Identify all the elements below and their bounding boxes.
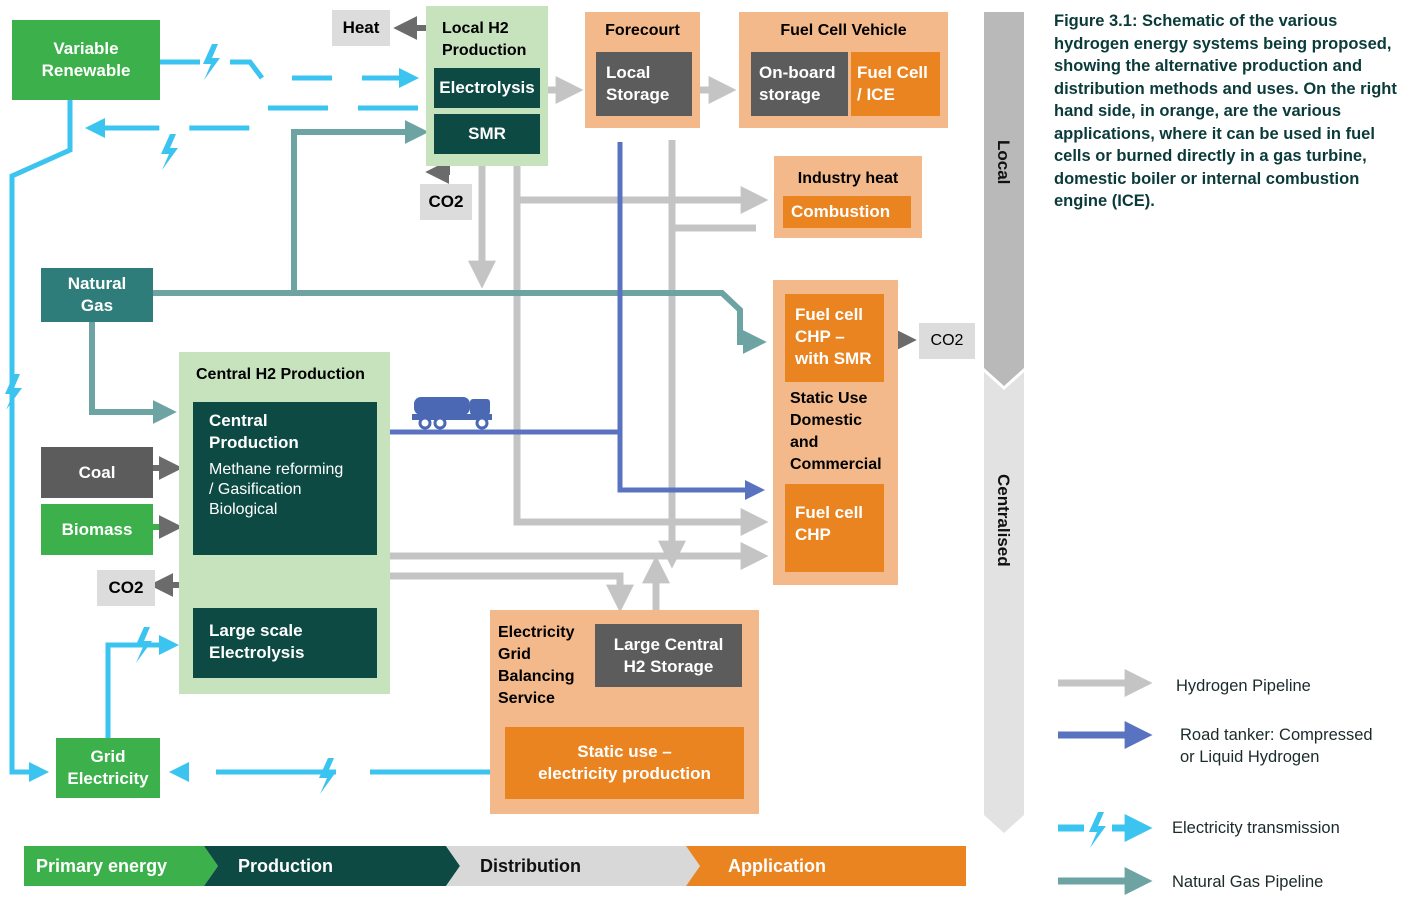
forecourt-title: Forecourt bbox=[605, 22, 680, 39]
combustion-box: Combustion bbox=[783, 196, 911, 228]
centralised-scale-bar bbox=[984, 372, 1024, 833]
natural-gas-box: Natural Gas bbox=[41, 268, 153, 322]
band-label-production: Production bbox=[238, 855, 333, 876]
natural-gas-pipelines bbox=[89, 120, 767, 424]
electrolysis-box: Electrolysis bbox=[434, 68, 540, 108]
central-production-box: Central Production Methane reforming / G… bbox=[193, 402, 377, 555]
smr-box: SMR bbox=[434, 114, 540, 154]
central-production-methods: Methane reforming / Gasification Biologi… bbox=[209, 461, 344, 518]
legend-lightning-icon bbox=[1089, 812, 1106, 848]
local-scale-bar bbox=[984, 12, 1024, 386]
legend-natural-gas: Natural Gas Pipeline bbox=[1172, 873, 1324, 891]
industry-heat-title: Industry heat bbox=[797, 170, 899, 187]
band-label-application: Application bbox=[728, 855, 826, 876]
grid-electricity-box: Grid Electricity bbox=[56, 738, 160, 798]
heat-output-label: Heat bbox=[332, 10, 390, 46]
co2-local-label: CO2 bbox=[420, 184, 472, 220]
static-use-label: Static Use Domestic and Commercial bbox=[790, 390, 882, 473]
local-h2-production-panel: Local H2 Production Electrolysis SMR bbox=[426, 6, 548, 166]
hydrogen-pipelines bbox=[390, 76, 769, 613]
local-scale-label: Local bbox=[994, 140, 1013, 185]
fuel-cell-vehicle-title: Fuel Cell Vehicle bbox=[780, 22, 907, 39]
static-use-panel: Fuel cell CHP – with SMR Static Use Dome… bbox=[773, 280, 898, 585]
band-application bbox=[686, 846, 966, 886]
road-tanker-routes bbox=[390, 142, 765, 500]
fuel-cell-ice-box: Fuel Cell / ICE bbox=[851, 52, 940, 116]
legend-electricity: Electricity transmission bbox=[1172, 819, 1340, 837]
local-storage-box: Local Storage bbox=[596, 52, 692, 116]
fuel-cell-vehicle-panel: Fuel Cell Vehicle On-board storage Fuel … bbox=[739, 12, 948, 128]
band-label-primary-energy: Primary energy bbox=[36, 855, 168, 876]
fuel-cell-chp-box: Fuel cell CHP bbox=[785, 484, 884, 572]
large-central-storage-box: Large Central H2 Storage bbox=[595, 624, 742, 687]
biomass-box: Biomass bbox=[41, 504, 153, 555]
figure-caption: Figure 3.1: Schematic of the various hyd… bbox=[1054, 12, 1397, 210]
large-scale-electrolysis-box: Large scale Electrolysis bbox=[193, 608, 377, 678]
tanker-truck-icon bbox=[412, 397, 492, 430]
legend-symbols bbox=[1058, 669, 1140, 895]
industry-heat-panel: Industry heat Combustion bbox=[774, 156, 922, 238]
co2-central-label: CO2 bbox=[97, 570, 155, 606]
band-production bbox=[204, 846, 460, 886]
central-h2-production-title: Central H2 Production bbox=[196, 366, 365, 383]
local-h2-production-title: Local H2 Production bbox=[442, 20, 527, 59]
band-distribution bbox=[446, 846, 700, 886]
variable-renewable-box: Variable Renewable bbox=[12, 20, 160, 100]
band-label-distribution: Distribution bbox=[480, 855, 581, 876]
forecourt-panel: Forecourt Local Storage bbox=[585, 12, 700, 128]
grid-balancing-panel: Electricity Grid Balancing Service Large… bbox=[490, 610, 759, 814]
legend-road-tanker: Road tanker: Compressed or Liquid Hydrog… bbox=[1180, 726, 1373, 766]
central-production-title: Central Production bbox=[209, 411, 299, 452]
lightning-bolt-icons bbox=[5, 44, 336, 794]
coal-box: Coal bbox=[41, 447, 153, 498]
band-primary-energy bbox=[24, 846, 218, 886]
static-use-electricity-box: Static use – electricity production bbox=[505, 727, 744, 799]
onboard-storage-box: On-board storage bbox=[751, 52, 848, 116]
grid-balancing-title: Electricity Grid Balancing Service bbox=[498, 624, 575, 707]
centralised-scale-label: Centralised bbox=[994, 474, 1013, 567]
central-h2-production-panel: Central H2 Production Central Production… bbox=[179, 352, 390, 694]
co2-chp-label: CO2 bbox=[919, 323, 975, 359]
fuel-cell-chp-smr-box: Fuel cell CHP – with SMR bbox=[785, 294, 884, 382]
legend-hydrogen-pipeline: Hydrogen Pipeline bbox=[1176, 677, 1311, 695]
